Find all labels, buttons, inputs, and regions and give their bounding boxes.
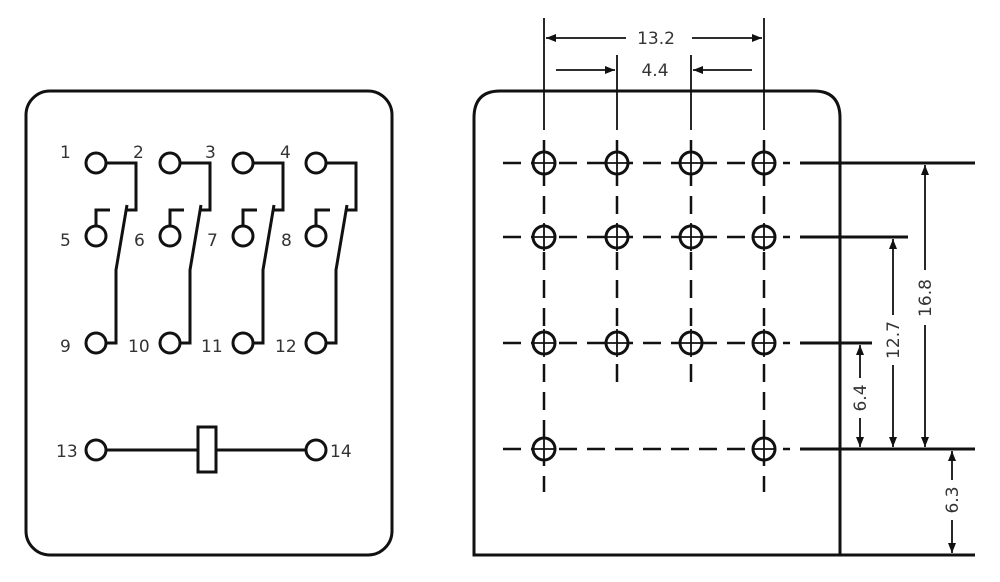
dim-row-span-2: 12.7 (884, 321, 904, 359)
pin-bot (304, 331, 328, 355)
pin-bot (84, 331, 108, 355)
pin-label-11: 11 (201, 337, 223, 357)
pin-label-6: 6 (134, 231, 145, 251)
pin-14 (304, 438, 328, 462)
no-contact-wire (254, 161, 285, 212)
dimension-lines (543, 18, 975, 557)
contact-set-3 (231, 151, 285, 355)
switch-arm (254, 204, 276, 345)
nc-contact-wire (314, 208, 330, 226)
pin-label-4: 4 (280, 143, 291, 163)
pin-label-3: 3 (205, 143, 216, 163)
nc-contact-wire (94, 208, 110, 226)
coil (84, 425, 328, 474)
pin-label-12: 12 (275, 337, 297, 357)
switch-arm (107, 204, 129, 345)
dim-row-span-3: 6.4 (851, 384, 871, 411)
pin-top (304, 151, 328, 175)
contact-set-1 (84, 151, 138, 355)
pin-label-5: 5 (60, 231, 71, 251)
contact-set-4 (304, 151, 358, 355)
footprint-outline (472, 89, 842, 557)
pin-label-1: 1 (60, 143, 71, 163)
relay-outline (24, 89, 394, 557)
dim-total-width: 13.2 (637, 29, 675, 49)
footprint-view: 13.2 4.4 16.8 12.7 6.4 6.3 (472, 18, 975, 557)
pin-13 (84, 438, 108, 462)
pin-bot (158, 331, 182, 355)
pin-top (231, 151, 255, 175)
contact-set-2 (158, 151, 212, 355)
no-contact-wire (327, 161, 358, 212)
pin-mid (84, 224, 108, 248)
coil-symbol (196, 425, 218, 474)
pin-mid (304, 224, 328, 248)
nc-contact-wire (241, 208, 257, 226)
pin-label-10: 10 (128, 337, 150, 357)
schematic-view: 1 2 3 4 5 6 7 8 9 10 11 12 13 14 (24, 89, 394, 557)
pin-label-14: 14 (330, 442, 352, 462)
dim-edge-offset: 6.3 (943, 486, 963, 513)
pin-mid (231, 224, 255, 248)
switch-arm (327, 204, 349, 345)
no-contact-wire (107, 161, 138, 212)
dim-row-span-1: 16.8 (916, 279, 936, 317)
pin-label-7: 7 (207, 231, 218, 251)
pin-label-13: 13 (56, 442, 78, 462)
pin-top (158, 151, 182, 175)
dim-pin-pitch: 4.4 (641, 61, 668, 81)
pin-label-9: 9 (60, 337, 71, 357)
pin-label-2: 2 (133, 143, 144, 163)
pin-mid (158, 224, 182, 248)
nc-contact-wire (168, 208, 184, 226)
pin-bot (231, 331, 255, 355)
pin-top (84, 151, 108, 175)
pin-label-8: 8 (281, 231, 292, 251)
no-contact-wire (181, 161, 212, 212)
switch-arm (181, 204, 203, 345)
